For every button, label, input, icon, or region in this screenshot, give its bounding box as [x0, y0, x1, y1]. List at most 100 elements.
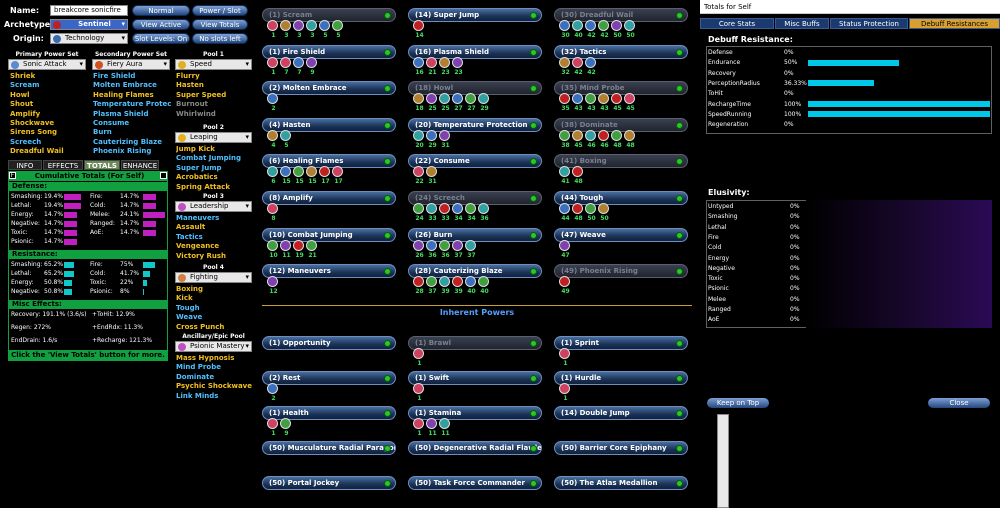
- enhancement-icon[interactable]: 48: [572, 166, 583, 185]
- enhancement-icon[interactable]: 45: [624, 93, 635, 112]
- enhancement-icon[interactable]: 42: [585, 56, 596, 76]
- enhancement-icon[interactable]: 48: [624, 129, 635, 149]
- enhancement-icon[interactable]: 11: [439, 418, 450, 437]
- power-slot[interactable]: (18) Howl: [408, 81, 542, 96]
- power-slot[interactable]: (1) Brawl: [408, 336, 542, 350]
- enhancement-icon[interactable]: 27: [452, 93, 463, 112]
- primary-power-item[interactable]: Shout: [10, 100, 34, 109]
- power-slot[interactable]: (12) Maneuvers: [262, 264, 396, 279]
- power-slot[interactable]: (14) Super Jump: [408, 8, 542, 22]
- enhancement-icon[interactable]: 9: [280, 418, 291, 437]
- power-slot[interactable]: (50) Musculature Radial Paragon: [262, 441, 396, 455]
- enhancement-icon[interactable]: 41: [559, 166, 570, 185]
- enhancement-icon[interactable]: 27: [465, 93, 476, 112]
- primary-power-item[interactable]: Dreadful Wail: [10, 147, 64, 156]
- enhancement-icon[interactable]: 20: [413, 129, 424, 149]
- enhancement-icon[interactable]: 43: [598, 93, 609, 112]
- enhancement-icon[interactable]: 2: [267, 93, 278, 112]
- power-slot[interactable]: (4) Hasten: [262, 117, 396, 132]
- tab-totals[interactable]: TOTALS: [84, 160, 120, 170]
- enhancement-icon[interactable]: 36: [478, 203, 489, 222]
- enhancement-icon[interactable]: 40: [478, 276, 489, 295]
- enhancement-icon[interactable]: 42: [585, 20, 596, 39]
- primary-set-select[interactable]: Sonic Attack▾: [8, 59, 86, 70]
- enhancement-icon[interactable]: 6: [267, 166, 278, 185]
- power-slot[interactable]: (50) The Atlas Medallion: [554, 476, 688, 490]
- enhancement-icon[interactable]: 40: [572, 20, 583, 39]
- secondary-power-item[interactable]: Consume: [93, 118, 130, 127]
- origin-select[interactable]: Technology▾: [50, 33, 128, 44]
- slot-levels-button[interactable]: Slot Levels: On: [132, 33, 190, 44]
- enhancement-icon[interactable]: 15: [280, 166, 291, 185]
- enhancement-icon[interactable]: 19: [293, 239, 304, 259]
- pool-power-item[interactable]: Whirlwind: [176, 109, 216, 118]
- power-slot[interactable]: (22) Consume: [408, 154, 542, 169]
- enhancement-icon[interactable]: 33: [439, 203, 450, 222]
- pool-power-item[interactable]: Tough: [176, 303, 200, 312]
- enhancement-icon[interactable]: 30: [559, 20, 570, 39]
- enhancement-icon[interactable]: 37: [452, 239, 463, 259]
- pool-power-item[interactable]: Weave: [176, 313, 203, 322]
- pool-power-item[interactable]: Acrobatics: [176, 173, 218, 182]
- enhancement-icon[interactable]: 15: [306, 166, 317, 185]
- enhancement-icon[interactable]: 44: [559, 203, 570, 222]
- enhancement-icon[interactable]: 35: [559, 93, 570, 112]
- power-slot[interactable]: (47) Weave: [554, 227, 688, 242]
- enhancement-icon[interactable]: 25: [426, 93, 437, 112]
- pool-power-item[interactable]: Burnout: [176, 100, 208, 109]
- power-slot[interactable]: (41) Boxing: [554, 154, 688, 169]
- enhancement-icon[interactable]: 1: [413, 383, 424, 402]
- enhancement-icon[interactable]: 26: [413, 239, 424, 259]
- enhancement-icon[interactable]: 5: [319, 20, 330, 39]
- power-slot[interactable]: (10) Combat Jumping: [262, 227, 396, 242]
- pool-power-item[interactable]: Hasten: [176, 81, 204, 90]
- pool-power-item[interactable]: Tactics: [176, 232, 203, 241]
- power-slot[interactable]: (50) Task Force Commander: [408, 476, 542, 490]
- pool-set-select[interactable]: Psionic Mastery▾: [175, 341, 252, 352]
- enhancement-icon[interactable]: 39: [439, 276, 450, 295]
- pool-power-item[interactable]: Mind Probe: [176, 363, 221, 372]
- enhancement-icon[interactable]: 23: [439, 56, 450, 76]
- power-slot[interactable]: (20) Temperature Protection: [408, 117, 542, 132]
- view-active-sets-button[interactable]: View Active Sets: [132, 19, 190, 40]
- power-slot[interactable]: (1) Hurdle: [554, 371, 688, 385]
- enhancement-icon[interactable]: 21: [426, 56, 437, 76]
- scrollbar[interactable]: [717, 414, 729, 508]
- secondary-power-item[interactable]: Molten Embrace: [93, 81, 157, 90]
- enhancement-icon[interactable]: 43: [572, 93, 583, 112]
- power-slot[interactable]: (32) Tactics: [554, 44, 688, 59]
- pool-set-select[interactable]: Leaping▾: [175, 132, 252, 143]
- tab-misc-buffs[interactable]: Misc Buffs: [775, 18, 829, 29]
- pool-power-item[interactable]: Victory Rush: [176, 251, 226, 260]
- secondary-power-item[interactable]: Plasma Shield: [93, 109, 149, 118]
- enhancement-icon[interactable]: 24: [413, 203, 424, 222]
- pool-power-item[interactable]: Kick: [176, 294, 193, 303]
- pool-power-item[interactable]: Vengeance: [176, 242, 220, 251]
- power-slot-button[interactable]: Power / Slot: [192, 5, 248, 16]
- pin-icon[interactable]: F: [9, 172, 16, 179]
- enhancement-icon[interactable]: 47: [559, 239, 570, 259]
- enhancement-icon[interactable]: 1: [413, 348, 424, 367]
- enhancement-icon[interactable]: 34: [465, 203, 476, 222]
- secondary-power-item[interactable]: Fire Shield: [93, 72, 136, 80]
- enhancement-icon[interactable]: 11: [280, 239, 291, 259]
- enhancement-icon[interactable]: 10: [267, 239, 278, 259]
- pool-set-select[interactable]: Fighting▾: [175, 272, 252, 283]
- secondary-power-item[interactable]: Phoenix Rising: [93, 147, 152, 156]
- power-slot[interactable]: (1) Opportunity: [262, 336, 396, 350]
- enhancement-icon[interactable]: 16: [413, 56, 424, 76]
- pool-power-item[interactable]: Psychic Shockwave: [176, 382, 252, 391]
- enhancement-icon[interactable]: 29: [478, 93, 489, 112]
- secondary-power-item[interactable]: Healing Flames: [93, 90, 154, 99]
- power-slot[interactable]: (50) Barrier Core Epiphany: [554, 441, 688, 455]
- primary-power-item[interactable]: Howl: [10, 90, 30, 99]
- enhancement-icon[interactable]: 33: [426, 203, 437, 222]
- enhancement-icon[interactable]: 9: [306, 56, 317, 76]
- enhancement-icon[interactable]: 39: [452, 276, 463, 295]
- enhancement-icon[interactable]: 25: [439, 93, 450, 112]
- pool-power-item[interactable]: Link Minds: [176, 391, 219, 400]
- power-slot[interactable]: (1) Stamina: [408, 406, 542, 420]
- primary-power-item[interactable]: Scream: [10, 81, 40, 90]
- enhancement-icon[interactable]: 31: [426, 166, 437, 185]
- power-slot[interactable]: (50) Portal Jockey: [262, 476, 396, 490]
